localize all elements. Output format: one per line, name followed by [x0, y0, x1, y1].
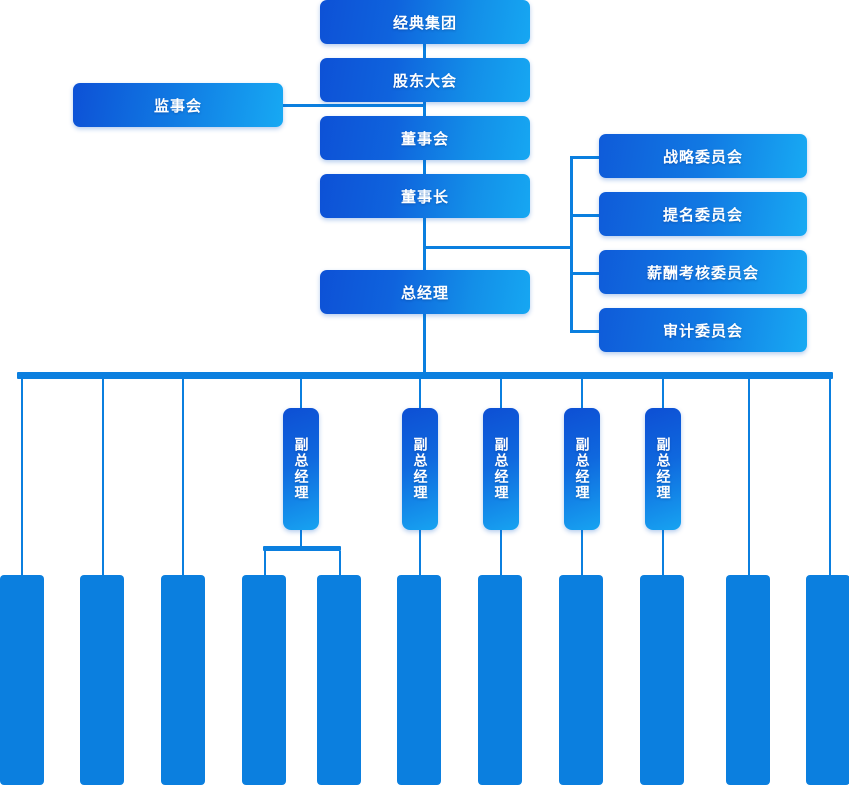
connector-chairman-to-committees — [423, 246, 573, 249]
node-department-4[interactable] — [242, 575, 286, 785]
node-vice-manager-3[interactable]: 副总经理 — [483, 408, 519, 530]
node-general-manager[interactable]: 总经理 — [320, 270, 530, 314]
connector-spine-board-chairman — [423, 159, 426, 176]
connector-committee-stub-3 — [570, 272, 600, 275]
connector-spine-gm-bus — [423, 314, 426, 374]
node-department-8[interactable] — [559, 575, 603, 785]
connector-main-bus — [17, 372, 833, 379]
node-chairman[interactable]: 董事长 — [320, 174, 530, 218]
node-department-9[interactable] — [640, 575, 684, 785]
node-department-6[interactable] — [397, 575, 441, 785]
connector-vgm1-subdrop-2 — [339, 551, 341, 575]
connector-committee-bus — [570, 156, 573, 332]
connector-spine-shareholders-board — [423, 101, 426, 118]
connector-committee-stub-2 — [570, 214, 600, 217]
connector-vgm2-to-dept — [419, 530, 421, 575]
connector-spine-chairman-gm — [423, 217, 426, 271]
connector-supervisory-horizontal — [280, 104, 425, 107]
node-vice-manager-2[interactable]: 副总经理 — [402, 408, 438, 530]
node-committee-compensation[interactable]: 薪酬考核委员会 — [599, 250, 807, 294]
node-group[interactable]: 经典集团 — [320, 0, 530, 44]
connector-bus-drop-vgm-1 — [300, 379, 302, 409]
node-shareholders[interactable]: 股东大会 — [320, 58, 530, 102]
node-committee-audit[interactable]: 审计委员会 — [599, 308, 807, 352]
connector-bus-drop-vgm-4 — [581, 379, 583, 409]
node-department-10[interactable] — [726, 575, 770, 785]
node-committee-nomination[interactable]: 提名委员会 — [599, 192, 807, 236]
connector-bus-drop-3 — [182, 379, 184, 575]
node-department-3[interactable] — [161, 575, 205, 785]
connector-committee-stub-1 — [570, 156, 600, 159]
connector-vgm5-to-dept — [662, 530, 664, 575]
node-supervisory-board[interactable]: 监事会 — [73, 83, 283, 127]
connector-bus-drop-10 — [748, 379, 750, 575]
node-vice-manager-5[interactable]: 副总经理 — [645, 408, 681, 530]
node-vice-manager-4[interactable]: 副总经理 — [564, 408, 600, 530]
connector-vgm3-to-dept — [500, 530, 502, 575]
connector-bus-drop-2 — [102, 379, 104, 575]
connector-vgm1-subbus — [263, 546, 341, 551]
connector-bus-drop-vgm-2 — [419, 379, 421, 409]
connector-bus-drop-11 — [829, 379, 831, 575]
connector-vgm1-subdrop-1 — [264, 551, 266, 575]
node-department-2[interactable] — [80, 575, 124, 785]
node-committee-strategy[interactable]: 战略委员会 — [599, 134, 807, 178]
connector-vgm1-to-subbus — [300, 530, 302, 548]
connector-vgm4-to-dept — [581, 530, 583, 575]
node-board[interactable]: 董事会 — [320, 116, 530, 160]
node-vice-manager-1[interactable]: 副总经理 — [283, 408, 319, 530]
connector-bus-drop-1 — [21, 379, 23, 575]
node-department-11[interactable] — [806, 575, 849, 785]
node-department-7[interactable] — [478, 575, 522, 785]
connector-committee-stub-4 — [570, 330, 600, 333]
connector-spine-group-shareholders — [423, 42, 426, 59]
node-department-5[interactable] — [317, 575, 361, 785]
node-department-1[interactable] — [0, 575, 44, 785]
connector-bus-drop-vgm-3 — [500, 379, 502, 409]
connector-bus-drop-vgm-5 — [662, 379, 664, 409]
